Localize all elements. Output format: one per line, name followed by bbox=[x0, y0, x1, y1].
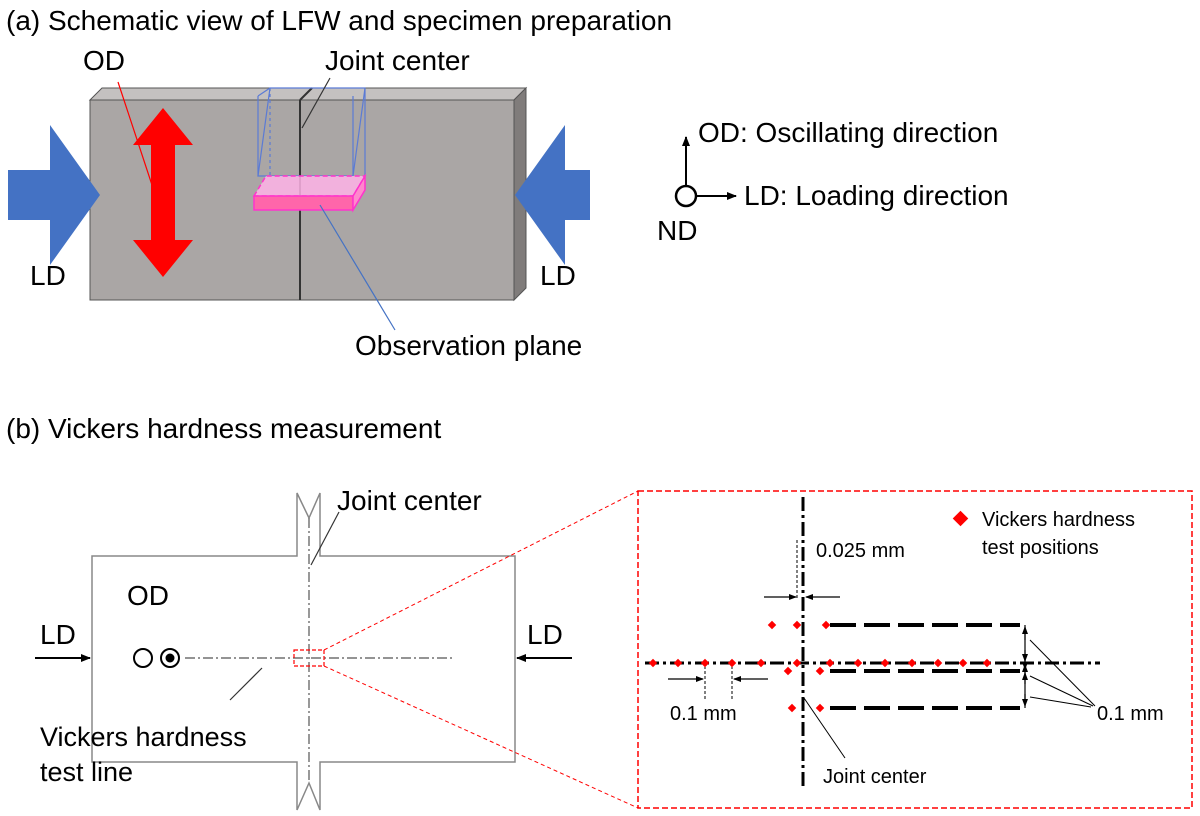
test-point-17 bbox=[783, 666, 793, 676]
od-label-b: OD bbox=[127, 580, 169, 611]
test-point-8 bbox=[756, 658, 766, 668]
od-label: OD bbox=[83, 45, 125, 76]
dim-01-left-label: 0.1 mm bbox=[670, 703, 737, 725]
test-point-1 bbox=[767, 620, 777, 630]
zoom-connector-bottom bbox=[323, 665, 639, 809]
test-point-15 bbox=[958, 658, 968, 668]
test-point-4 bbox=[648, 658, 658, 668]
ld-label-b-left: LD bbox=[40, 619, 76, 650]
test-point-7 bbox=[727, 658, 737, 668]
legend-diamond-icon bbox=[952, 510, 969, 527]
joint-center-label: Joint center bbox=[325, 45, 470, 76]
dim-0025-label: 0.025 mm bbox=[816, 540, 905, 562]
test-line-label-2: test line bbox=[40, 757, 133, 787]
panel-a-title: (a) Schematic view of LFW and specimen p… bbox=[6, 5, 672, 36]
test-points bbox=[648, 620, 992, 713]
detail-joint-leader bbox=[803, 697, 846, 759]
detail-joint-center-label: Joint center bbox=[823, 766, 927, 788]
ld-label-b-right: LD bbox=[527, 619, 563, 650]
test-point-6 bbox=[700, 658, 710, 668]
test-point-9 bbox=[792, 658, 802, 668]
axis-ld-label: LD: Loading direction bbox=[744, 180, 1009, 211]
zoom-region-box bbox=[293, 649, 325, 667]
nd-circle-icon bbox=[674, 184, 698, 208]
test-point-13 bbox=[907, 658, 917, 668]
dim-01-right-label: 0.1 mm bbox=[1097, 703, 1164, 725]
specimen-shape bbox=[91, 492, 516, 811]
od-leader-line bbox=[117, 81, 153, 186]
panel-b-title: (b) Vickers hardness measurement bbox=[6, 413, 441, 444]
detail-frame bbox=[637, 490, 1193, 809]
test-point-3 bbox=[821, 620, 831, 630]
load-arrow-left bbox=[8, 125, 100, 265]
test-point-11 bbox=[853, 658, 863, 668]
observation-plane-box bbox=[252, 173, 367, 213]
test-point-2 bbox=[792, 620, 802, 630]
test-point-18 bbox=[815, 666, 825, 676]
dim-leader-1 bbox=[1029, 639, 1096, 707]
legend-label-1: Vickers hardness bbox=[982, 509, 1135, 531]
zoom-connector-top bbox=[323, 490, 639, 651]
axis-nd-label: ND bbox=[657, 215, 697, 246]
ld-label-right: LD bbox=[540, 260, 576, 291]
test-point-19 bbox=[787, 703, 797, 713]
detail-view: 0.025 mm 0.1 mm 0.1 mm Joint center Vick… bbox=[637, 490, 1193, 809]
joint-center-label-b: Joint center bbox=[337, 485, 482, 516]
test-point-12 bbox=[880, 658, 890, 668]
od-marker-icon bbox=[133, 648, 180, 668]
legend-label-2: test positions bbox=[982, 537, 1099, 559]
panel-a: (a) Schematic view of LFW and specimen p… bbox=[6, 5, 1009, 361]
joint-center-leader-b bbox=[310, 511, 340, 566]
coordinate-axes bbox=[674, 136, 737, 208]
panel-b: (b) Vickers hardness measurement Joint c… bbox=[6, 413, 1193, 811]
test-point-10 bbox=[825, 658, 835, 668]
axis-od-label: OD: Oscillating direction bbox=[698, 117, 998, 148]
test-line-label-1: Vickers hardness bbox=[40, 722, 247, 752]
test-point-20 bbox=[815, 703, 825, 713]
observation-plane-leader-line bbox=[319, 204, 396, 331]
load-arrow-right bbox=[515, 125, 590, 265]
test-point-14 bbox=[933, 658, 943, 668]
test-point-5 bbox=[673, 658, 683, 668]
joint-center-leader-line bbox=[301, 77, 331, 129]
observation-plane-label: Observation plane bbox=[355, 330, 582, 361]
ld-label-left: LD bbox=[30, 260, 66, 291]
oscillation-arrow bbox=[133, 108, 193, 277]
test-line-leader bbox=[229, 667, 263, 701]
test-point-16 bbox=[982, 658, 992, 668]
